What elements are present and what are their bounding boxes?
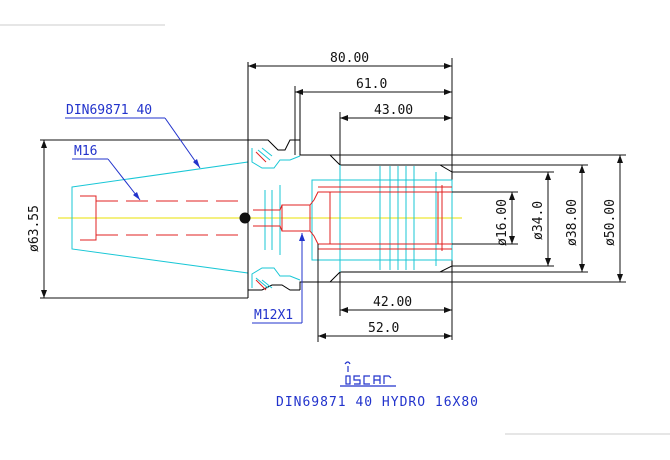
- flange: [247, 62, 301, 298]
- drawing-title: DIN69871 40 HYDRO 16X80: [276, 395, 479, 410]
- internal-bore: [80, 185, 452, 251]
- centre-marker: [239, 212, 251, 224]
- dim-dia-38: ø38.00: [565, 199, 580, 246]
- arrowheads: [41, 63, 623, 339]
- dim-dia-16: ø16.00: [495, 199, 510, 246]
- dim-dia-63-55: ø63.55: [27, 205, 42, 252]
- dim-52: 52.0: [368, 321, 399, 336]
- body-internal: [311, 165, 453, 272]
- label-din69871: DIN69871 40: [66, 103, 152, 118]
- label-leaders: [65, 117, 303, 324]
- dim-dia-50: ø50.00: [603, 199, 618, 246]
- label-m16: M16: [74, 144, 97, 159]
- page-frame: [0, 24, 670, 435]
- dimension-lines: [40, 58, 626, 342]
- leader-arrows: [133, 159, 305, 241]
- label-m12x1: M12X1: [254, 308, 293, 323]
- dim-80: 80.00: [330, 51, 369, 66]
- dim-dia-34: ø34.0: [531, 201, 546, 240]
- dim-61: 61.0: [356, 77, 387, 92]
- dim-43: 43.00: [374, 103, 413, 118]
- iscar-logo: iscar: [340, 361, 396, 387]
- dim-42: 42.00: [373, 295, 412, 310]
